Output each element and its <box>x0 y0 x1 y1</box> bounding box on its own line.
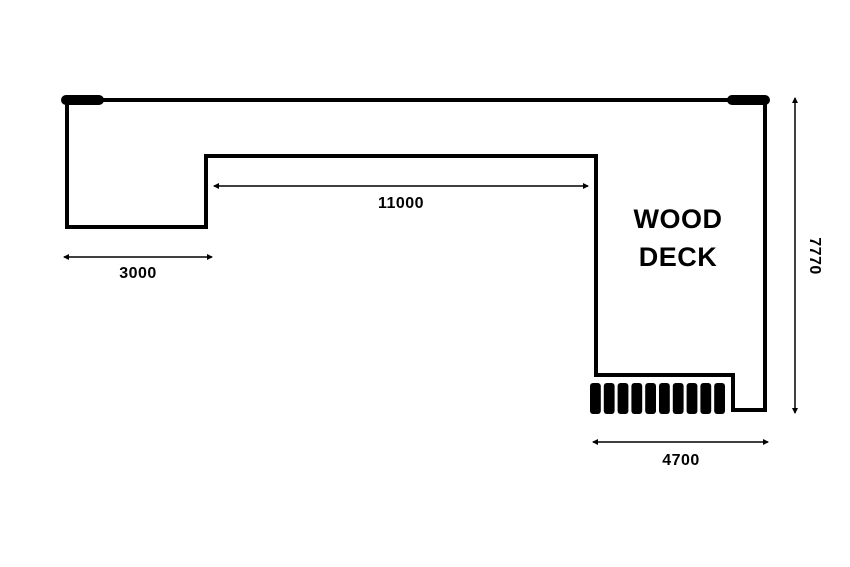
deck-label-line1: WOOD <box>634 204 723 234</box>
stair-tread <box>686 383 698 414</box>
stair-tread <box>617 383 629 414</box>
stair-tread <box>631 383 643 414</box>
stair-tread <box>603 383 615 414</box>
deck-label-line2: DECK <box>639 242 718 272</box>
stair-tread <box>645 383 656 414</box>
stair-tread <box>659 383 670 414</box>
stair-tread <box>590 383 601 414</box>
dim-label-upper-span: 11000 <box>378 195 424 212</box>
stair-tread <box>672 383 684 414</box>
stairs <box>590 383 725 414</box>
deck-outline <box>65 100 767 412</box>
dim-label-overall-height: 7770 <box>806 237 823 275</box>
stair-tread <box>700 383 712 414</box>
dim-label-bottom-width: 4700 <box>662 452 700 469</box>
dim-label-left-section: 3000 <box>119 265 157 282</box>
stair-tread <box>714 383 725 414</box>
